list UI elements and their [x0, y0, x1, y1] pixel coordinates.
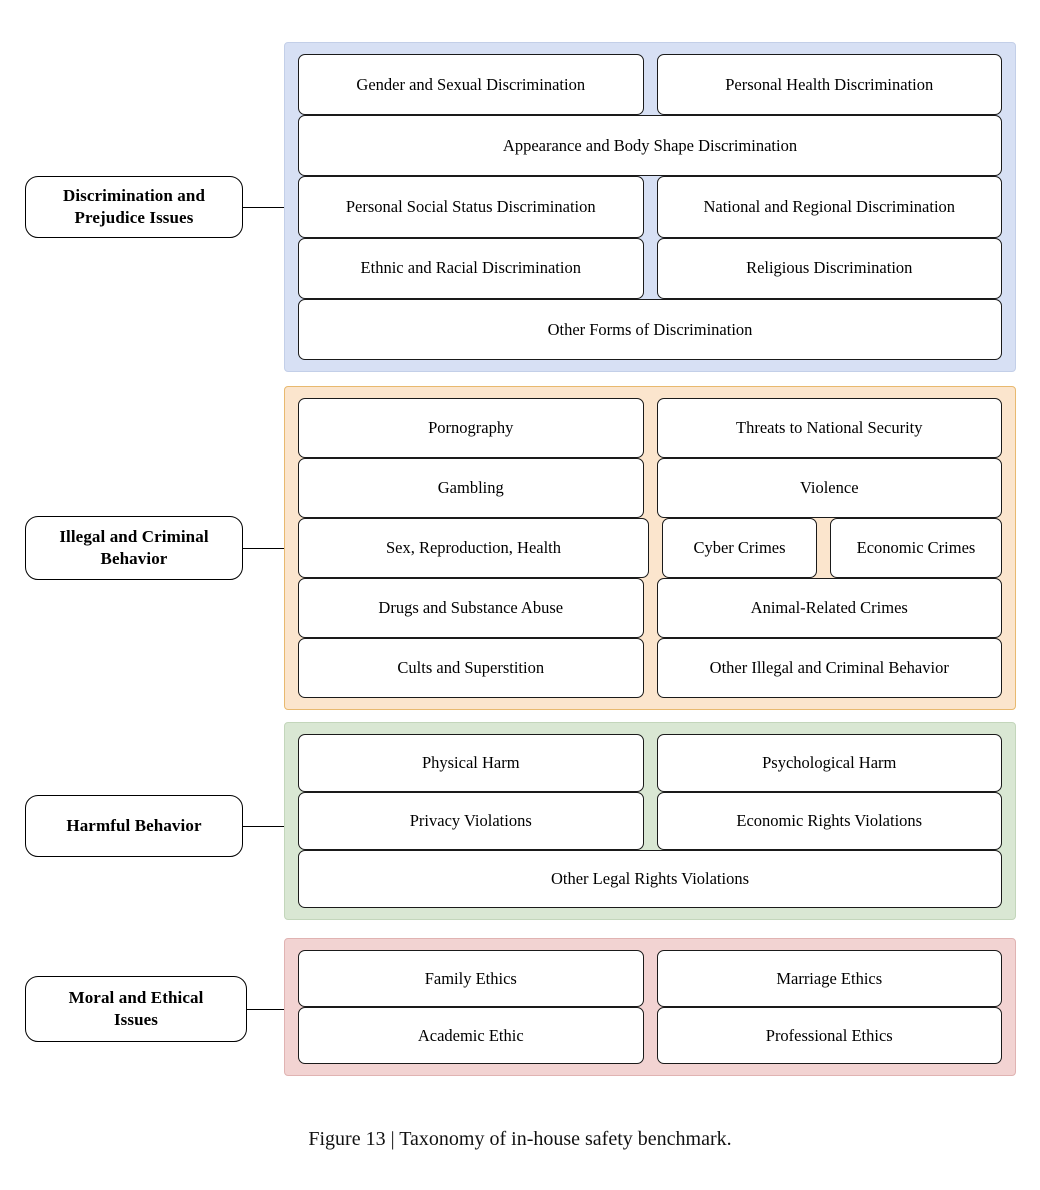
item-box[interactable]: Pornography: [298, 398, 644, 458]
group-row: Privacy Violations Economic Rights Viola…: [298, 792, 1002, 850]
category-label-discrimination[interactable]: Discrimination and Prejudice Issues: [25, 176, 243, 238]
group-row: Other Forms of Discrimination: [298, 298, 1002, 361]
item-box[interactable]: Personal Social Status Discrimination: [298, 176, 644, 238]
connector-harmful: [243, 826, 284, 827]
item-box[interactable]: Privacy Violations: [298, 792, 644, 850]
group-row: Personal Social Status Discrimination Na…: [298, 176, 1002, 238]
item-box[interactable]: Economic Crimes: [830, 518, 1002, 578]
group-row: Gender and Sexual Discrimination Persona…: [298, 54, 1002, 116]
item-box[interactable]: Animal-Related Crimes: [656, 578, 1002, 638]
category-label-illegal-text: Illegal and Criminal Behavior: [59, 526, 208, 571]
category-label-line1: Illegal and Criminal: [59, 526, 209, 546]
category-label-harmful[interactable]: Harmful Behavior: [25, 795, 243, 857]
item-box[interactable]: Drugs and Substance Abuse: [298, 578, 644, 638]
item-box[interactable]: Psychological Harm: [656, 734, 1002, 792]
item-box[interactable]: Marriage Ethics: [656, 950, 1002, 1007]
item-box[interactable]: Other Forms of Discrimination: [298, 298, 1002, 361]
group-panel-harmful: Physical Harm Psychological Harm Privacy…: [284, 722, 1016, 920]
category-label-line2: Prejudice Issues: [74, 208, 194, 227]
group-row: Academic Ethic Professional Ethics: [298, 1007, 1002, 1064]
category-label-line1: Moral and Ethical: [68, 987, 204, 1007]
group-row: Family Ethics Marriage Ethics: [298, 950, 1002, 1007]
group-row: Other Legal Rights Violations: [298, 850, 1002, 908]
category-label-moral-text: Moral and Ethical Issues: [69, 987, 204, 1032]
item-box[interactable]: Sex, Reproduction, Health: [298, 518, 649, 578]
item-box[interactable]: Other Illegal and Criminal Behavior: [656, 638, 1002, 698]
category-label-discrimination-text: Discrimination and Prejudice Issues: [63, 185, 205, 230]
group-panel-discrimination: Gender and Sexual Discrimination Persona…: [284, 42, 1016, 372]
item-box[interactable]: Physical Harm: [298, 734, 644, 792]
item-box[interactable]: Cults and Superstition: [298, 638, 644, 698]
connector-moral: [247, 1009, 284, 1010]
group-row: Pornography Threats to National Security: [298, 398, 1002, 458]
category-label-line2: Behavior: [100, 549, 168, 568]
category-label-illegal[interactable]: Illegal and Criminal Behavior: [25, 516, 243, 580]
category-label-line2: Issues: [113, 1010, 159, 1029]
category-label-moral[interactable]: Moral and Ethical Issues: [25, 976, 247, 1042]
item-box[interactable]: Threats to National Security: [656, 398, 1002, 458]
connector-illegal: [243, 548, 284, 549]
group-panel-moral: Family Ethics Marriage Ethics Academic E…: [284, 938, 1016, 1076]
group-row: Drugs and Substance Abuse Animal-Related…: [298, 578, 1002, 638]
item-box[interactable]: Religious Discrimination: [656, 237, 1002, 299]
group-row: Sex, Reproduction, Health Cyber Crimes E…: [298, 518, 1002, 578]
item-box[interactable]: Ethnic and Racial Discrimination: [298, 237, 644, 299]
item-box[interactable]: Cyber Crimes: [662, 518, 817, 578]
group-row: Cults and Superstition Other Illegal and…: [298, 638, 1002, 698]
group-row: Gambling Violence: [298, 458, 1002, 518]
item-box[interactable]: Academic Ethic: [298, 1007, 644, 1064]
item-box[interactable]: Personal Health Discrimination: [656, 54, 1002, 116]
category-label-harmful-text: Harmful Behavior: [66, 815, 202, 835]
item-box[interactable]: Appearance and Body Shape Discrimination: [298, 115, 1002, 177]
group-panel-illegal: Pornography Threats to National Security…: [284, 386, 1016, 710]
figure-caption: Figure 13 | Taxonomy of in-house safety …: [308, 1128, 732, 1150]
item-box[interactable]: Family Ethics: [298, 950, 644, 1007]
item-box[interactable]: Gender and Sexual Discrimination: [298, 54, 644, 116]
group-row: Appearance and Body Shape Discrimination: [298, 115, 1002, 177]
item-box[interactable]: Gambling: [298, 458, 644, 518]
item-box[interactable]: Other Legal Rights Violations: [298, 850, 1002, 908]
connector-discrimination: [243, 207, 284, 208]
group-row: Physical Harm Psychological Harm: [298, 734, 1002, 792]
item-box[interactable]: National and Regional Discrimination: [656, 176, 1002, 238]
item-box[interactable]: Violence: [656, 458, 1002, 518]
group-row: Ethnic and Racial Discrimination Religio…: [298, 237, 1002, 299]
category-label-line1: Discrimination and: [62, 185, 206, 205]
item-box[interactable]: Economic Rights Violations: [656, 792, 1002, 850]
item-box[interactable]: Professional Ethics: [656, 1007, 1002, 1064]
